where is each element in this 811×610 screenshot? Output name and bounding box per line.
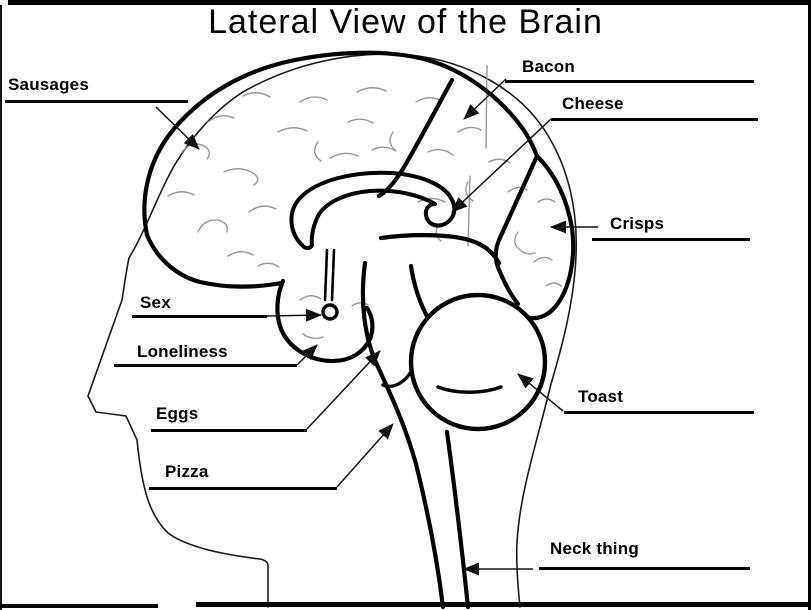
toast-arrow	[517, 373, 564, 412]
label-loneliness: Loneliness	[137, 342, 228, 361]
label-cheese: Cheese	[562, 94, 624, 113]
frame-border-left	[0, 5, 2, 610]
label-pizza-underline	[149, 487, 337, 490]
sausages-arrow	[155, 106, 200, 150]
label-toast-underline	[564, 411, 754, 414]
eggs-arrow	[306, 350, 381, 430]
label-toast: Toast	[578, 387, 624, 406]
label-pizza: Pizza	[165, 462, 209, 481]
bacon-arrow	[463, 78, 507, 120]
sex-arrow	[266, 308, 322, 322]
leader-arrows	[155, 78, 598, 576]
face-profile-outline	[87, 91, 269, 608]
frame-border-right	[808, 0, 811, 610]
pizza-arrow	[336, 423, 394, 488]
loneliness-arrow	[296, 344, 318, 366]
frame-border-bottom-right	[196, 602, 811, 607]
label-bacon-underline	[505, 80, 754, 83]
brainstem-right-edge	[408, 263, 432, 323]
tentorium-line	[493, 237, 521, 307]
thalamus-line	[378, 233, 502, 266]
label-neck-thing: Neck thing	[550, 539, 639, 558]
hypothalamus-texture	[299, 295, 369, 340]
label-loneliness-underline	[114, 364, 297, 367]
frame-border-top	[8, 0, 811, 5]
cerebellum	[408, 292, 548, 432]
label-crisps: Crisps	[610, 214, 665, 233]
parieto-occipital-sulcus	[496, 153, 540, 243]
label-sausages-underline	[5, 100, 188, 103]
corpus-callosum	[289, 170, 457, 251]
label-cheese-underline	[551, 118, 758, 121]
central-sulcus	[376, 77, 455, 199]
label-sausages: Sausages	[8, 75, 89, 94]
gyri-texture	[167, 65, 562, 287]
cerebrum-outline	[142, 50, 576, 321]
cerebellum-fold-line	[436, 385, 503, 394]
brainstem-left-edge	[360, 260, 446, 610]
label-sex-underline	[132, 315, 267, 318]
label-sex: Sex	[140, 293, 171, 312]
label-eggs: Eggs	[156, 404, 199, 423]
label-bacon: Bacon	[522, 57, 575, 76]
label-crisps-underline	[592, 238, 750, 241]
fornix-stalk	[323, 248, 336, 302]
label-neck-thing-underline	[539, 567, 750, 570]
frame-border-bottom-left	[0, 604, 158, 608]
spinal-cord-right-edge	[444, 429, 471, 610]
label-eggs-underline	[151, 429, 307, 432]
page-title: Lateral View of the Brain	[208, 3, 603, 41]
pituitary-circle	[321, 303, 339, 321]
cheese-arrow	[451, 118, 552, 213]
cerebrum-path	[142, 50, 576, 321]
